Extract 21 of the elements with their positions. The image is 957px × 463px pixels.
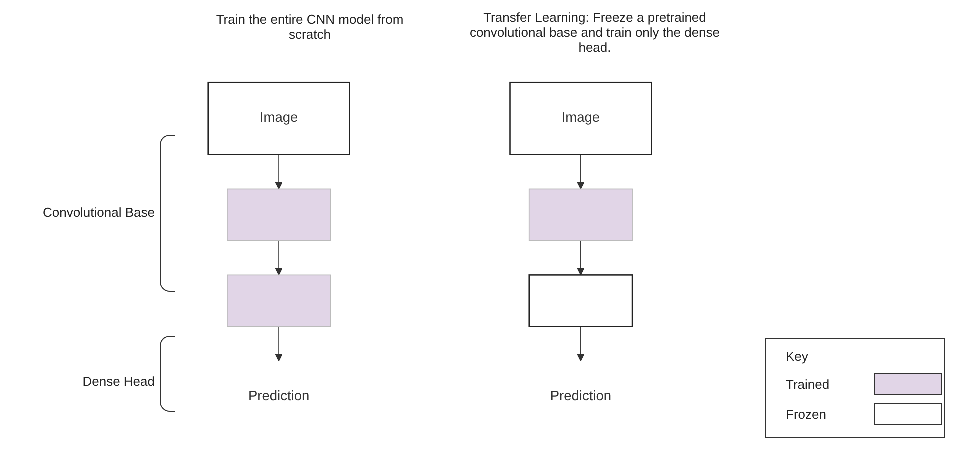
bracket-label: Dense Head <box>82 374 155 389</box>
layer-box <box>227 274 332 328</box>
arrow <box>577 240 585 276</box>
arrow <box>577 326 585 362</box>
layer-box <box>528 188 633 242</box>
column-heading: Transfer Learning: Freeze a pretrained convolutional base and train only the dense head. <box>468 10 722 55</box>
output-label: Prediction <box>248 390 310 404</box>
bracket-label: Convolutional Base <box>42 205 155 220</box>
legend-label: Frozen <box>786 407 826 422</box>
output-label: Prediction <box>550 390 612 404</box>
legend-label: Trained <box>786 377 830 392</box>
arrow <box>275 154 283 190</box>
legend-heading: Key <box>786 349 808 364</box>
arrow <box>275 240 283 276</box>
input-box: Image <box>208 82 350 156</box>
arrow <box>577 154 585 190</box>
arrow <box>275 326 283 362</box>
input-box: Image <box>510 82 652 156</box>
layer-box <box>227 188 332 242</box>
layer-box <box>528 274 634 328</box>
column-heading: Train the entire CNN model from scratch <box>215 12 405 42</box>
